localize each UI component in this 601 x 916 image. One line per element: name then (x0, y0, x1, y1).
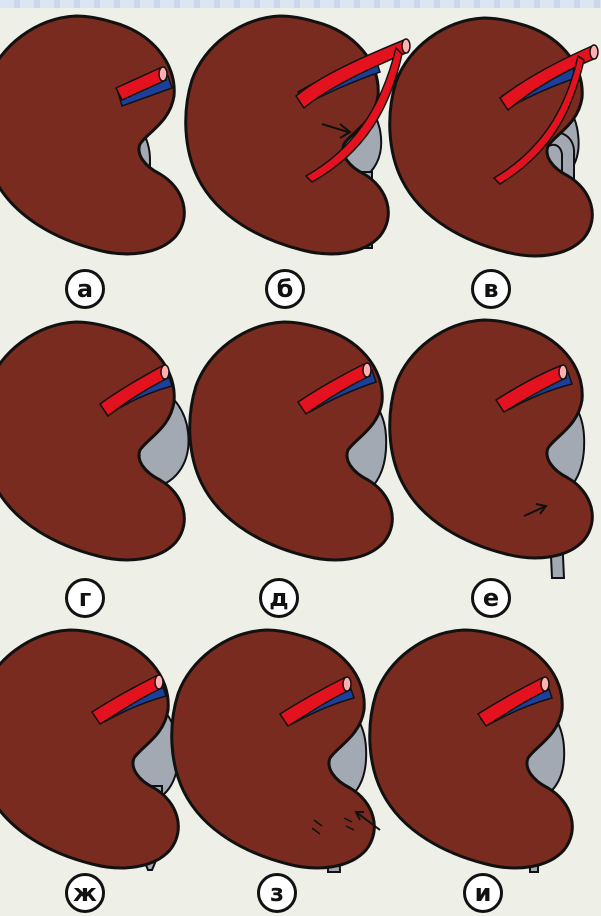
panel-label-z: з (257, 873, 297, 913)
panel-i-illustration (370, 630, 573, 872)
panel-label-b: б (265, 269, 305, 309)
panel-label-v: в (471, 269, 511, 309)
panel-label-i: и (463, 873, 503, 913)
panel-label-zh: ж (65, 873, 105, 913)
panel-label-d: д (259, 578, 299, 618)
panel-label-a: а (65, 269, 105, 309)
panel-zh-illustration (0, 630, 178, 870)
panel-g-illustration (0, 322, 189, 560)
panel-z-illustration (172, 630, 380, 872)
panel-a-illustration (0, 16, 184, 254)
panel-e-illustration (390, 320, 593, 578)
panel-d-illustration (190, 322, 393, 560)
panel-label-e: е (471, 578, 511, 618)
panel-label-g: г (65, 578, 105, 618)
panel-v-illustration (390, 18, 598, 256)
panel-b-illustration (186, 16, 410, 254)
